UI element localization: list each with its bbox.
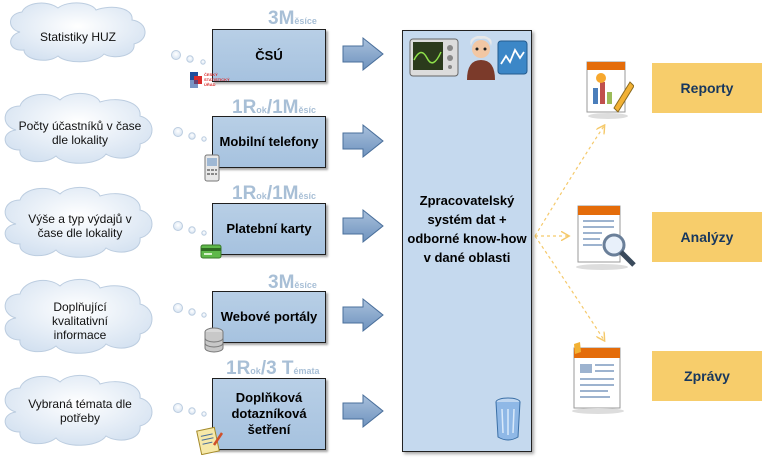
source-box-label: Platební karty [226,221,312,236]
cloud-2 [4,93,207,164]
output-label-reporty: Reporty [680,80,734,96]
report-chart-icon [584,58,635,125]
arrow-4 [342,297,384,333]
czso-logo-text: ČESKÝ STATISTICKÝ ÚŘAD [204,72,230,87]
mobile-phone-icon [203,154,221,187]
processing-system-box: Zpracovatelský systém dat + odborné know… [402,30,532,452]
cloud-text-4: Doplňující kvalitativní informace [51,300,109,342]
source-box-web: Webové portály [212,291,326,343]
frequency-label-3: 1Rok/1Měsíc [232,183,317,204]
payment-card-icon [200,243,224,266]
source-box-mobile: Mobilní telefony [212,116,326,168]
news-document-icon [570,342,632,419]
source-box-cards: Platební karty [212,203,326,255]
cloud-1 [10,2,206,65]
monitor-graph-icon [497,40,529,81]
cloud-4 [4,279,207,354]
cloud-text-5: Vybraná témata dle potřeby [28,397,132,425]
cloud-text-3: Výše a typ výdajů v čase dle lokality [28,212,132,240]
source-box-label: ČSÚ [255,47,283,63]
cloud-text-1: Statistiky HUZ [39,30,116,44]
source-box-csu: ČSÚ [212,29,326,82]
source-box-label: Webové portály [220,309,318,324]
czso-logo-icon: ČESKÝ STATISTICKÝ ÚŘAD [190,70,230,90]
arrow-3 [342,208,384,244]
questionnaire-icon [196,425,224,460]
output-box-reporty: Reporty [652,63,762,113]
processing-system-label: Zpracovatelský systém dat + odborné know… [407,193,527,265]
cloud-3 [4,187,207,258]
output-label-zpravy: Zprávy [684,368,730,384]
frequency-label-4: 3Měsíce [268,272,317,293]
frequency-label-2: 1Rok/1Měsíc [232,97,317,118]
output-box-analyzy: Analýzy [652,212,762,262]
oscilloscope-icon [409,38,459,83]
arrow-1 [342,36,384,72]
analysis-magnifier-icon [572,203,642,278]
recycle-bin-icon [493,397,523,448]
output-arrows [534,126,604,340]
frequency-label-1: 3Měsíce [268,8,317,29]
cloud-text-2: Počty účastníků v čase dle lokality [18,119,142,147]
arrow-2 [342,123,384,159]
frequency-label-5: 1Rok/3 Témata [226,358,320,379]
cloud-5 [4,375,207,446]
source-box-label: Mobilní telefony [219,134,319,149]
source-box-label: Doplňková dotazníková šetření [231,390,307,437]
database-icon [202,326,226,359]
scientist-icon [463,35,499,85]
output-box-zpravy: Zprávy [652,351,762,401]
output-label-analyzy: Analýzy [680,229,734,245]
block-arrows [342,36,384,429]
source-box-survey: Doplňková dotazníková šetření [212,378,326,450]
dashed-arrow-zpravy [534,235,604,340]
arrow-5 [342,393,384,429]
